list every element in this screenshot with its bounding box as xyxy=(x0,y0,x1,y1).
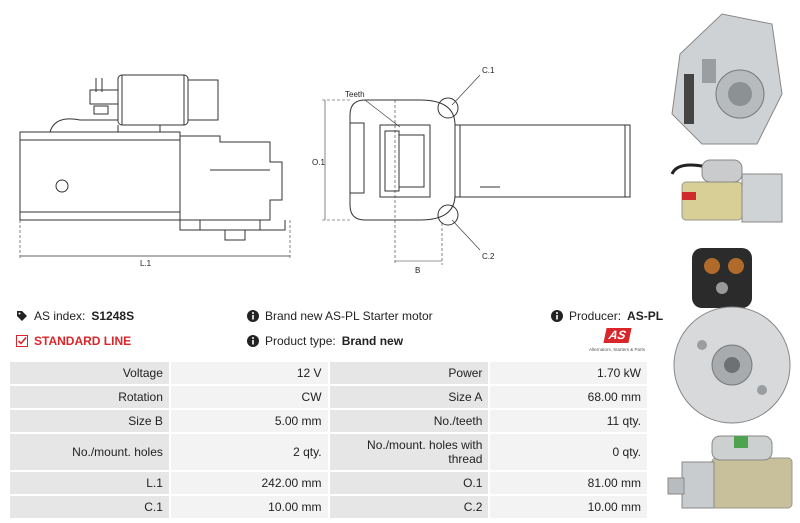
product-type-label: Product type: xyxy=(265,334,336,348)
description: Brand new AS-PL Starter motor xyxy=(247,309,433,323)
spec-label: Size B xyxy=(10,410,169,432)
product-photo-2 xyxy=(662,152,800,232)
spec-label: L.1 xyxy=(10,472,169,494)
product-photo-1 xyxy=(662,4,800,152)
standard-line-text: STANDARD LINE xyxy=(34,334,132,348)
length-label: L.1 xyxy=(140,259,152,268)
description-text: Brand new AS-PL Starter motor xyxy=(265,309,433,323)
c1-label: C.1 xyxy=(482,66,495,75)
product-type-value: Brand new xyxy=(341,334,404,348)
checkbox-checked-icon xyxy=(16,335,28,347)
product-type: Product type: Brand new xyxy=(247,334,403,348)
spec-value: 10.00 mm xyxy=(490,496,647,518)
standard-line: STANDARD LINE xyxy=(16,334,131,348)
spec-value: 2 qty. xyxy=(170,434,328,470)
spec-label: Voltage xyxy=(10,362,169,384)
spec-value: 10.00 mm xyxy=(170,496,328,518)
spec-value: 1.70 kW xyxy=(490,362,647,384)
info-icon xyxy=(247,310,259,322)
spec-label: C.1 xyxy=(10,496,169,518)
spec-value: CW xyxy=(170,386,328,408)
info-icon xyxy=(551,310,563,322)
o1-label: O.1 xyxy=(312,158,325,167)
tag-icon xyxy=(17,311,27,321)
spec-label: C.2 xyxy=(329,496,489,518)
spec-value: 242.00 mm xyxy=(170,472,328,494)
as-logo-mark: AS xyxy=(603,328,631,343)
spec-value: 12 V xyxy=(170,362,328,384)
as-index-value: S1248S xyxy=(91,309,135,323)
as-index: AS index: S1248S xyxy=(16,309,134,323)
c2-label: C.2 xyxy=(482,252,495,261)
spec-label: Size A xyxy=(329,386,489,408)
spec-value: 11 qty. xyxy=(490,410,647,432)
spec-label: No./teeth xyxy=(329,410,489,432)
technical-drawings: L.1 Teeth C.1 O.1 xyxy=(0,0,660,300)
info-icon xyxy=(247,335,259,347)
spec-label: Rotation xyxy=(10,386,169,408)
as-logo: AS Alternators, Starters & Parts xyxy=(584,326,650,356)
spec-label: O.1 xyxy=(329,472,489,494)
spec-value: 0 qty. xyxy=(490,434,647,470)
spec-value: 68.00 mm xyxy=(490,386,647,408)
producer: Producer: AS-PL xyxy=(551,309,663,323)
as-index-label: AS index: xyxy=(34,309,86,323)
as-logo-subtext: Alternators, Starters & Parts xyxy=(588,347,646,352)
producer-value: AS-PL xyxy=(627,309,664,323)
spec-value: 5.00 mm xyxy=(170,410,328,432)
front-view-drawing: Teeth C.1 O.1 C.2 B xyxy=(312,66,631,275)
side-view-drawing: L.1 xyxy=(19,74,291,268)
producer-label: Producer: xyxy=(569,309,622,323)
product-photo-3 xyxy=(662,240,800,440)
spec-label: No./mount. holes xyxy=(10,434,169,470)
spec-value: 81.00 mm xyxy=(490,472,647,494)
spec-label: Power xyxy=(329,362,489,384)
teeth-label: Teeth xyxy=(345,90,365,99)
b-label: B xyxy=(415,266,420,275)
spec-label: No./mount. holes with thread xyxy=(329,434,489,470)
product-photo-4 xyxy=(662,428,800,520)
